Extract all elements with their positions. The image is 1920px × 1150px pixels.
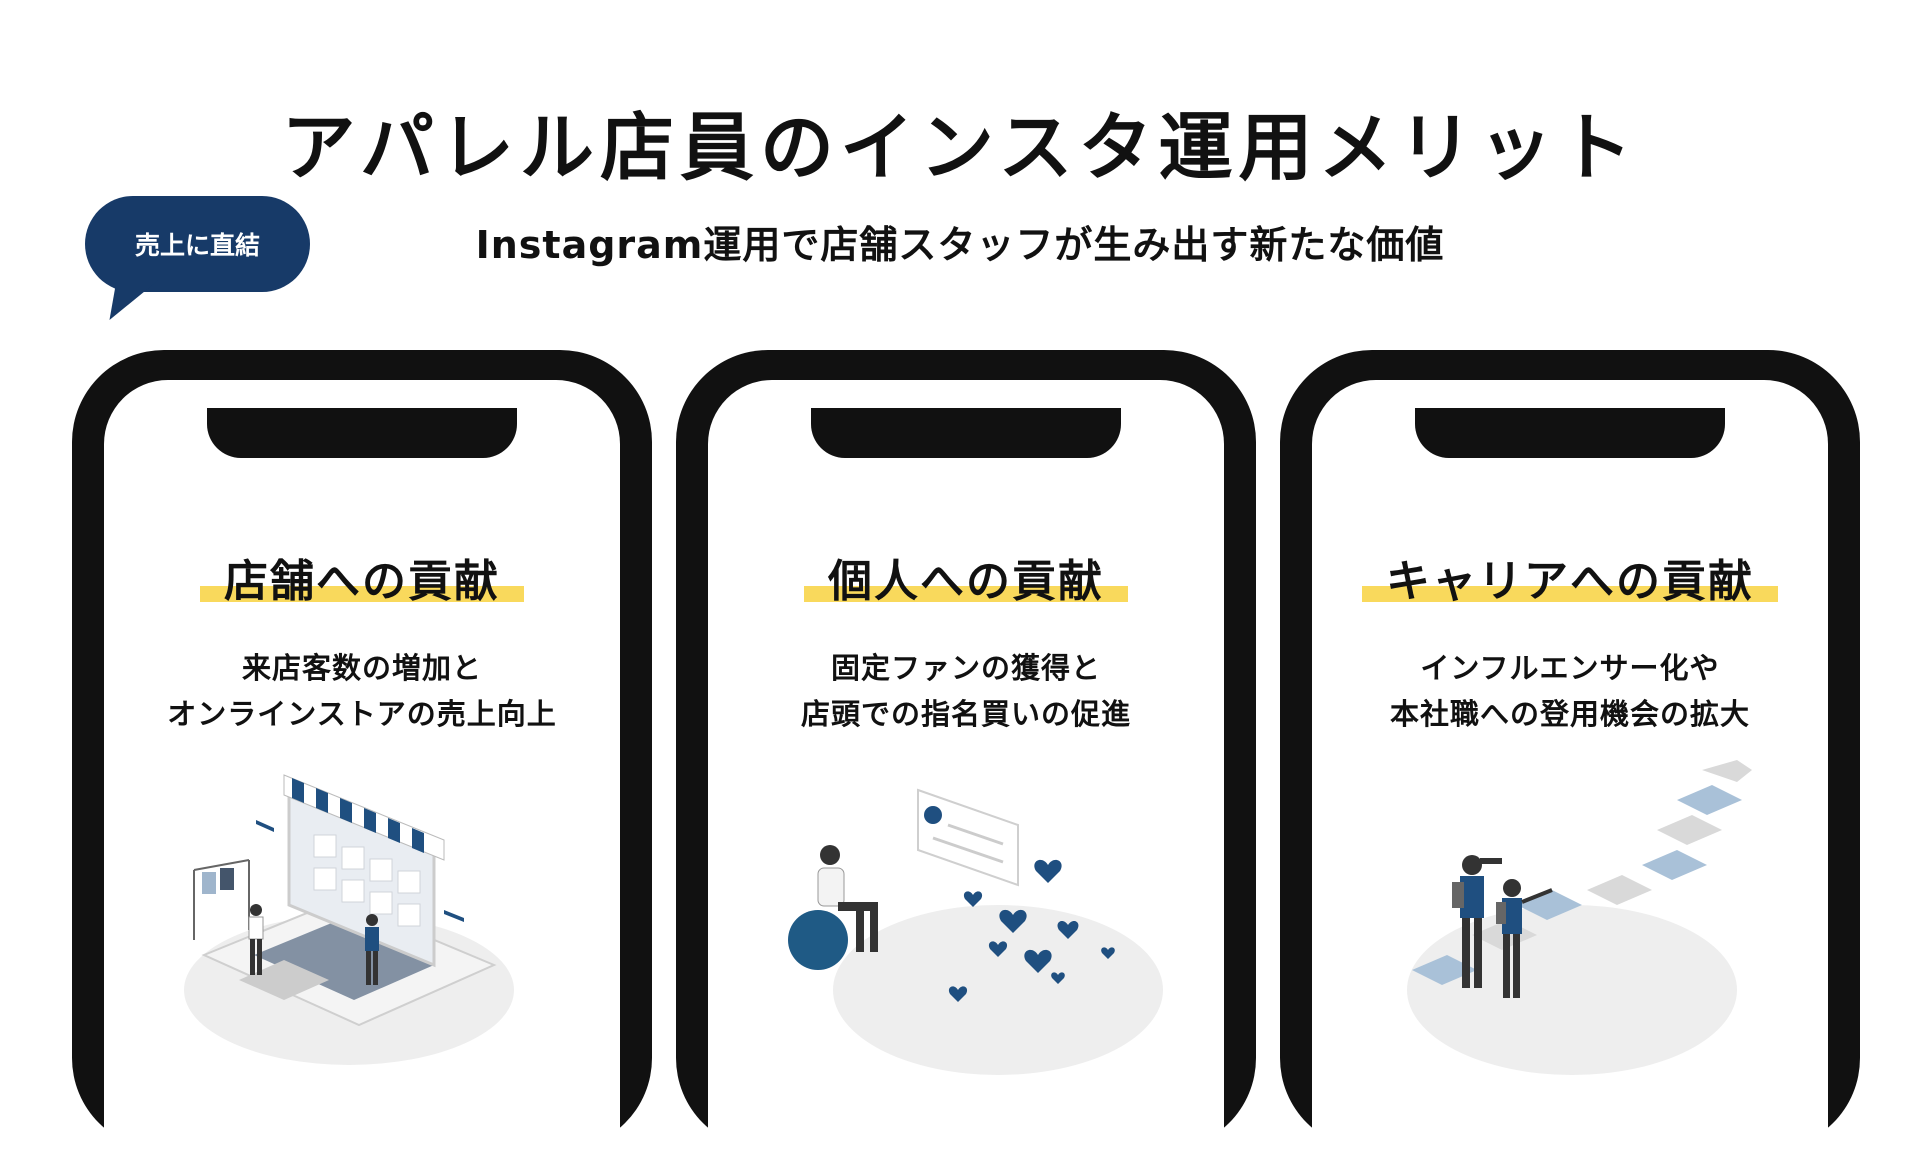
storefront-illustration	[184, 774, 514, 1065]
card-description-line2: 店頭での指名買いの促進	[800, 697, 1131, 731]
phone-card-individual: 個人への貢献 固定ファンの獲得と 店頭での指名買いの促進	[676, 350, 1256, 1150]
phone-screen: 店舗への貢献 来店客数の増加と オンラインストアの売上向上	[104, 380, 620, 1150]
speech-bubble-tail	[109, 280, 159, 320]
card-heading: 個人への貢献	[804, 545, 1128, 611]
floor-ellipse	[1407, 905, 1737, 1075]
speech-bubble-badge: 売上に直結	[85, 196, 310, 292]
card-description-line1: インフルエンサー化や	[1420, 651, 1720, 685]
phone-notch	[811, 408, 1121, 458]
card-description: 固定ファンの獲得と 店頭での指名買いの促進	[708, 645, 1224, 737]
phone-notch	[207, 408, 517, 458]
sitting-woman-figure	[817, 845, 878, 952]
shopper-figure	[248, 904, 264, 975]
telescope-person-figure	[1452, 855, 1502, 988]
striped-awning	[283, 774, 445, 861]
career-path-illustration	[1407, 760, 1752, 1075]
like-icons	[948, 859, 1115, 1002]
card-description-line1: 固定ファンの獲得と	[830, 651, 1101, 685]
product-tiles	[313, 834, 421, 927]
floor-ellipse	[833, 905, 1163, 1075]
keyboard-keys	[254, 922, 434, 1000]
likes-illustration	[788, 788, 1163, 1075]
awning-bar-right	[444, 910, 464, 922]
card-description-line2: オンラインストアの売上向上	[167, 697, 557, 731]
profile-card	[917, 788, 1019, 887]
phone-card-store: 店舗への貢献 来店客数の増加と オンラインストアの売上向上	[72, 350, 652, 1150]
phone-screen: 個人への貢献 固定ファンの獲得と 店頭での指名買いの促進	[708, 380, 1224, 1150]
staff-figure	[365, 914, 379, 985]
page-title: アパレル店員のインスタ運用メリット	[281, 105, 1639, 191]
card-heading: キャリアへの貢献	[1362, 545, 1778, 611]
phone-screen: キャリアへの貢献 インフルエンサー化や 本社職への登用機会の拡大	[1312, 380, 1828, 1150]
card-description-line1: 来店客数の増加と	[241, 651, 482, 685]
card-heading: 店舗への貢献	[200, 545, 524, 611]
awning-bar-left	[256, 820, 274, 832]
card-description: インフルエンサー化や 本社職への登用機会の拡大	[1312, 645, 1828, 737]
exercise-ball	[788, 910, 848, 970]
card-description-line2: 本社職への登用機会の拡大	[1389, 697, 1750, 731]
pointing-person-figure	[1496, 879, 1553, 998]
phone-card-career: キャリアへの貢献 インフルエンサー化や 本社職への登用機会の拡大	[1280, 350, 1860, 1150]
phone-notch	[1415, 408, 1725, 458]
card-description: 来店客数の増加と オンラインストアの売上向上	[104, 645, 620, 737]
badge-label: 売上に直結	[134, 231, 260, 260]
page-subtitle: Instagram運用で店舗スタッフが生み出す新たな価値	[475, 223, 1445, 267]
hanging-shirt	[220, 868, 234, 890]
hanging-shirt	[202, 872, 216, 894]
